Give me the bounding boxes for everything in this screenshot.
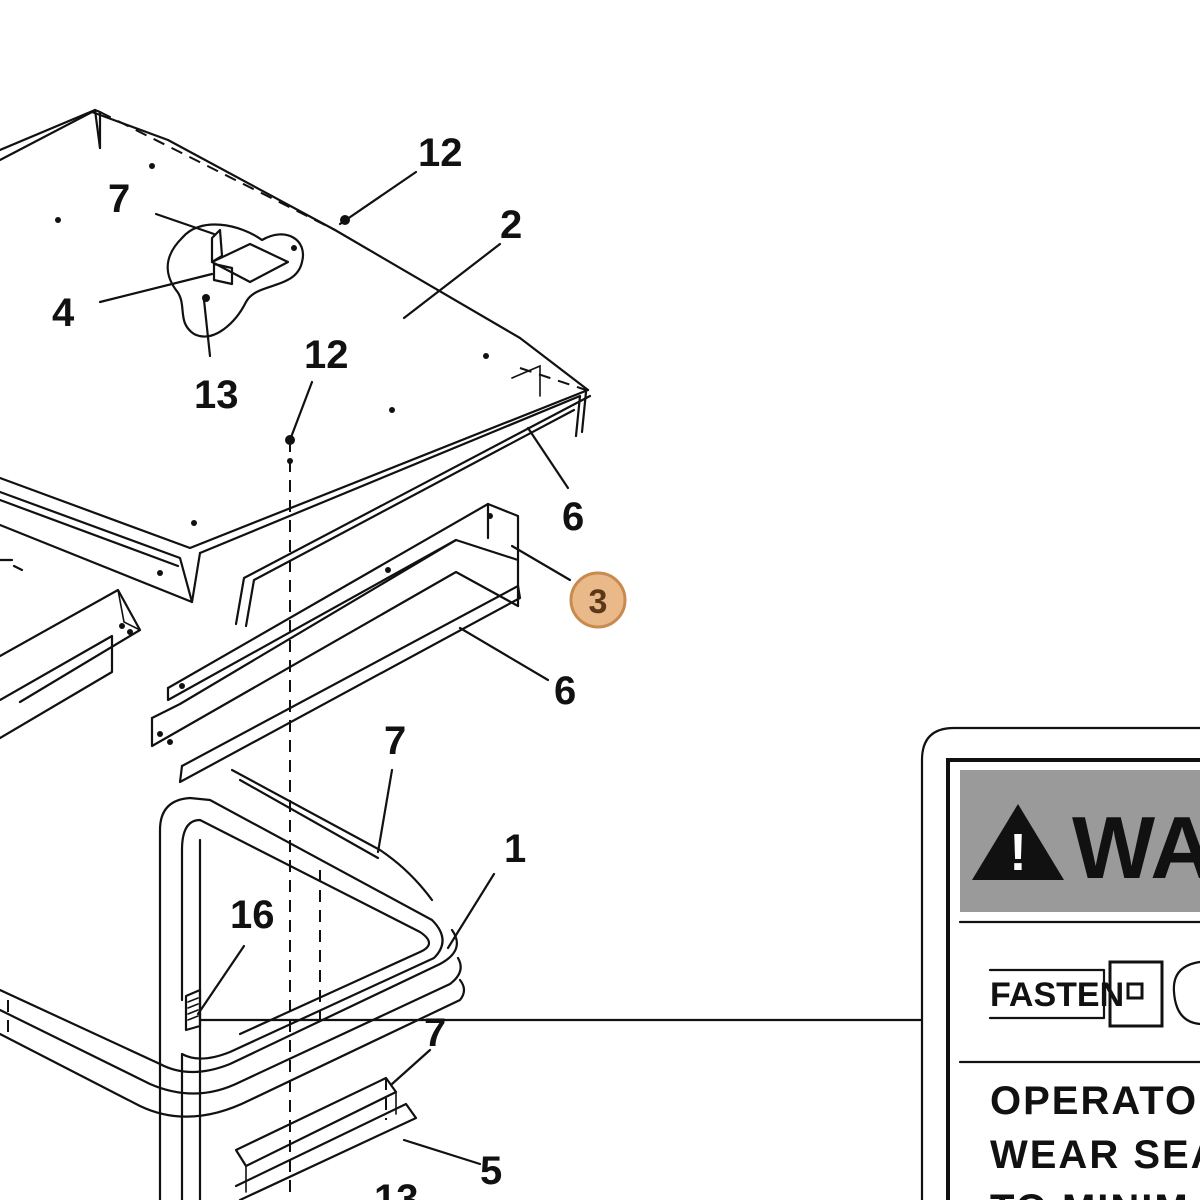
lower-bracket bbox=[234, 1076, 418, 1200]
warning-body-line-1: OPERATO bbox=[990, 1079, 1198, 1123]
callout-6-lower: 6 bbox=[554, 669, 576, 713]
callout-13-bottom: 13 bbox=[374, 1177, 419, 1200]
callout-4: 4 bbox=[52, 291, 75, 335]
warning-body-line-3: TO MINIM bbox=[990, 1187, 1190, 1200]
leader-lines bbox=[98, 170, 572, 1166]
callout-6-upper: 6 bbox=[562, 495, 584, 539]
warning-label: ! WAR FASTEN OPERATO WEAR SEA TO MINIM bbox=[920, 726, 1200, 1200]
seatbelt-icon bbox=[1172, 960, 1200, 1026]
callout-5: 5 bbox=[480, 1149, 502, 1193]
callout-3-highlight[interactable]: 3 bbox=[569, 571, 627, 629]
callout-3: 3 bbox=[589, 583, 608, 621]
buckle-icon bbox=[1108, 960, 1164, 1028]
warning-title: WAR bbox=[1072, 798, 1200, 897]
side-channel bbox=[0, 558, 142, 740]
callouts: 12 2 7 4 13 12 6 6 7 1 16 7 5 13 bbox=[52, 131, 584, 1200]
callout-16: 16 bbox=[230, 893, 275, 937]
svg-text:!: ! bbox=[1009, 824, 1026, 882]
callout-13-top: 13 bbox=[194, 373, 239, 417]
callout-1: 1 bbox=[504, 827, 526, 871]
callout-7-mid: 7 bbox=[384, 719, 406, 763]
alert-triangle-icon bbox=[972, 804, 1064, 880]
callout-7-low: 7 bbox=[424, 1011, 446, 1055]
callout-12-mid: 12 bbox=[304, 333, 349, 377]
bracket-detail bbox=[166, 223, 305, 338]
fasten-text: FASTEN bbox=[990, 976, 1124, 1014]
callout-7-top: 7 bbox=[108, 177, 130, 221]
roll-frame bbox=[0, 768, 466, 1200]
canopy-panel bbox=[0, 108, 590, 604]
callout-12-top: 12 bbox=[418, 131, 463, 175]
callout-2: 2 bbox=[500, 203, 522, 247]
cross-channel bbox=[150, 394, 592, 784]
warning-body-line-2: WEAR SEA bbox=[990, 1133, 1200, 1177]
